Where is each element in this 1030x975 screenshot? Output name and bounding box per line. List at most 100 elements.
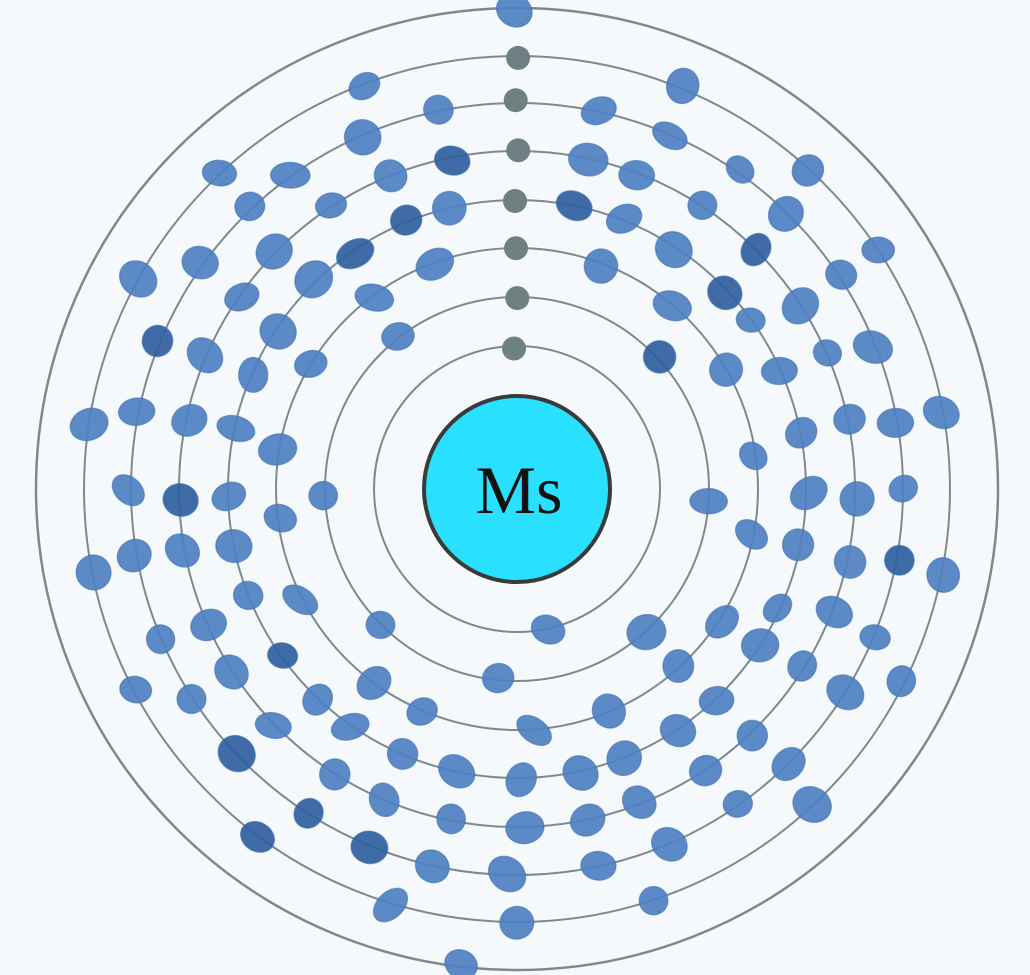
electron-shell-5-28 <box>224 282 260 312</box>
electron-shell-5-5 <box>740 232 772 267</box>
electron-shell-6-25 <box>111 474 145 507</box>
electron-shell-4-8 <box>784 416 818 449</box>
electron-shell-7-16 <box>118 260 158 298</box>
element-symbol: Ms <box>476 452 563 528</box>
electron-shell-3-5 <box>738 441 768 471</box>
electron-shell-4-32 <box>431 190 467 226</box>
electron-shell-6-9 <box>888 474 919 503</box>
electron-shell-3-15 <box>257 433 298 466</box>
electron-shell-7-17 <box>201 159 238 187</box>
electron-shell-6-27 <box>141 324 174 358</box>
electron-shell-3-13 <box>282 584 319 616</box>
electron-shell-2-5 <box>481 662 515 694</box>
electron-shell-4-21 <box>302 683 334 716</box>
electron-shell-4-10 <box>781 528 815 562</box>
electron-shell-3-7 <box>704 604 740 639</box>
electron-shell-4-16 <box>562 755 599 791</box>
electron-shell-7-5 <box>922 395 960 430</box>
electron-shell-2-1 <box>505 286 530 311</box>
electron-shell-4-28 <box>259 313 297 350</box>
electron-shell-3-18 <box>415 247 455 281</box>
electron-shell-2-8 <box>381 321 415 351</box>
electron-shell-6-19 <box>350 830 389 865</box>
electron-shell-5-21 <box>254 711 292 740</box>
electron-shell-5-8 <box>833 403 866 435</box>
electron-shell-2-2 <box>642 340 677 374</box>
electron-shell-5-14 <box>688 754 723 787</box>
electron-shell-4-18 <box>438 754 476 789</box>
electron-shell-6-23 <box>145 624 176 655</box>
electron-shell-4-24 <box>215 529 253 564</box>
electron-shell-6-21 <box>217 734 256 773</box>
electron-shell-4-23 <box>232 580 264 611</box>
electron-shell-6-17 <box>487 855 527 893</box>
electron-shell-1-2 <box>530 614 566 645</box>
electron-shell-5-26 <box>171 403 208 437</box>
electron-shell-3-8 <box>662 649 695 683</box>
electron-shell-4-6 <box>735 307 766 333</box>
electron-shell-5-3 <box>618 159 656 191</box>
electron-shell-7-10 <box>499 905 535 940</box>
electron-shell-5-16 <box>569 803 606 837</box>
electron-shell-5-20 <box>318 758 351 791</box>
electron-shell-7-4 <box>861 236 896 264</box>
electron-shell-4-11 <box>762 593 793 623</box>
electron-shell-4-12 <box>740 628 780 663</box>
electron-shell-4-4 <box>654 230 693 269</box>
electron-shell-6-5 <box>767 195 804 232</box>
electron-shell-5-19 <box>368 782 400 818</box>
electron-shell-4-27 <box>237 356 269 393</box>
electron-shell-2-6 <box>365 610 396 640</box>
electron-shell-4-7 <box>760 356 798 386</box>
electron-shell-6-22 <box>176 683 207 715</box>
electron-shell-6-1 <box>503 88 528 113</box>
electron-shell-4-22 <box>266 642 299 669</box>
electron-shell-3-4 <box>709 352 744 387</box>
nucleus-circle <box>422 394 612 584</box>
electron-shell-3-16 <box>293 349 328 379</box>
electrons <box>69 0 961 975</box>
electron-shell-2-4 <box>626 613 667 651</box>
electron-shell-4-19 <box>386 737 419 770</box>
electron-shell-4-5 <box>707 275 743 311</box>
electron-shell-5-22 <box>214 654 249 690</box>
electron-shell-4-1 <box>503 189 527 213</box>
electron-shell-6-12 <box>826 674 865 711</box>
electron-shell-3-11 <box>406 697 438 726</box>
electron-shell-7-3 <box>791 154 825 187</box>
electron-shell-8-2 <box>444 949 478 975</box>
electron-shell-4-14 <box>659 713 697 748</box>
electron-shell-3-10 <box>516 714 553 747</box>
electron-shell-8-1 <box>495 0 533 28</box>
electron-shell-6-29 <box>234 191 266 222</box>
electron-shell-5-32 <box>433 145 471 176</box>
electron-shell-6-14 <box>722 789 754 818</box>
electron-shell-7-15 <box>69 407 109 442</box>
electron-shell-5-12 <box>787 650 818 682</box>
electron-shell-6-3 <box>652 121 688 151</box>
electron-shell-5-31 <box>373 159 408 193</box>
electron-shell-5-7 <box>812 339 843 367</box>
electron-shell-5-2 <box>567 142 609 177</box>
electron-shell-5-9 <box>839 481 875 517</box>
electron-shell-4-2 <box>555 190 593 222</box>
electron-shell-1-1 <box>502 336 526 361</box>
electron-shell-7-18 <box>348 71 381 101</box>
electron-shell-7-8 <box>792 785 832 824</box>
electron-shell-6-4 <box>725 155 755 184</box>
electron-shell-6-31 <box>343 119 382 156</box>
electron-shell-4-29 <box>294 260 334 299</box>
electron-shell-7-2 <box>665 67 700 105</box>
electron-shell-3-9 <box>591 693 627 729</box>
electron-shell-3-17 <box>354 283 395 312</box>
electron-shell-6-10 <box>884 544 915 576</box>
electron-shell-5-6 <box>781 287 820 325</box>
electron-shell-6-28 <box>181 245 219 280</box>
electron-shell-3-12 <box>356 665 392 701</box>
electron-shell-6-26 <box>117 397 156 427</box>
electron-shell-6-16 <box>580 850 617 881</box>
electron-shell-3-14 <box>263 503 298 533</box>
electron-shell-6-7 <box>852 330 894 364</box>
electron-shell-7-1 <box>506 45 531 70</box>
electron-shell-4-26 <box>216 414 256 443</box>
